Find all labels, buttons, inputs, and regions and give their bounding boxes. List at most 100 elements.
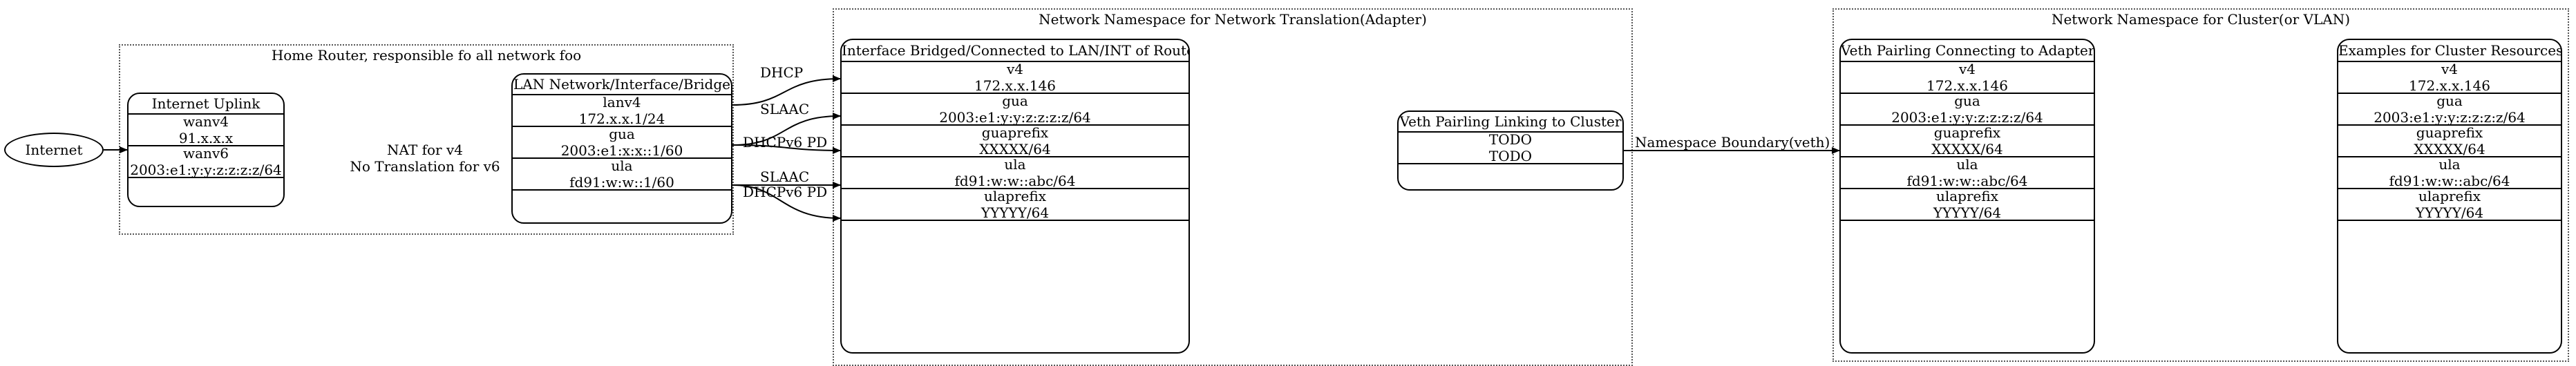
record-field-line: YYYYY/64 bbox=[2415, 204, 2484, 221]
record-field-line: ulaprefix bbox=[1935, 188, 1999, 204]
record-title-text: Veth Pairling Connecting to Adapter bbox=[1841, 42, 2095, 59]
record-field-line: TODO bbox=[1488, 131, 1533, 148]
record-field-line: fd91:w:w::1/60 bbox=[569, 174, 674, 191]
record-title: Examples for Cluster Resources bbox=[2338, 40, 2561, 61]
cluster-namespace-title: Network Namespace for Cluster(or VLAN) bbox=[2051, 11, 2351, 28]
record-field-line: 91.x.x.x bbox=[178, 130, 234, 146]
record-field-line: 172.x.x.146 bbox=[974, 77, 1056, 94]
record-field-line: YYYYY/64 bbox=[1933, 204, 2002, 221]
record-field-line: wanv4 bbox=[183, 113, 229, 130]
record-title: Veth Pairling Linking to Cluster bbox=[1399, 112, 1622, 131]
edge-dhcp bbox=[732, 75, 841, 106]
record-field-line: ula bbox=[611, 157, 633, 174]
record-field-line: 2003:e1:y:y:z:z:z:z/64 bbox=[1891, 109, 2043, 126]
record-field-line: gua bbox=[609, 126, 635, 142]
record-title-text: Internet Uplink bbox=[151, 95, 261, 112]
record-field-line: 2003:e1:y:y:z:z:z:z/64 bbox=[130, 162, 282, 178]
record-field-line: ulaprefix bbox=[983, 188, 1047, 204]
adapter-namespace-title: Network Namespace for Network Translatio… bbox=[1039, 11, 1427, 28]
record-field-line: fd91:w:w::abc/64 bbox=[2389, 173, 2510, 189]
record-field-line: 172.x.x.146 bbox=[1926, 77, 2008, 94]
record-field-line: lanv4 bbox=[603, 94, 641, 110]
edge-slaac-2-label: SLAAC bbox=[760, 168, 809, 185]
internet-node: Internet bbox=[4, 133, 104, 167]
record-field-line: guaprefix bbox=[981, 124, 1049, 141]
record-title: Internet Uplink bbox=[129, 94, 283, 113]
record-field bbox=[1399, 163, 1622, 189]
record-title-text: Interface Bridged/Connected to LAN/INT o… bbox=[842, 42, 1190, 59]
edge-dhcp-label: DHCP bbox=[760, 64, 803, 81]
home-router-title: Home Router, responsible fo all network … bbox=[271, 47, 582, 64]
record-field bbox=[842, 220, 1188, 242]
record-field-line: ula bbox=[1956, 156, 1978, 173]
record-field-line: v4 bbox=[1006, 61, 1024, 77]
record-field-line: XXXXX/64 bbox=[979, 141, 1051, 157]
record-field-line: v4 bbox=[1958, 61, 1976, 77]
nat-note: NAT for v4 No Translation for v6 bbox=[311, 142, 539, 175]
record-field-line: guaprefix bbox=[1933, 124, 2001, 141]
record-field-line: YYYYY/64 bbox=[981, 204, 1050, 221]
record-field bbox=[513, 189, 731, 222]
internet-label: Internet bbox=[25, 142, 83, 158]
record-field-line: 2003:e1:y:y:z:z:z:z/64 bbox=[939, 109, 1091, 126]
record-field bbox=[1841, 220, 2094, 242]
edges-layer: DHCP SLAAC DHCPv6 PD SLAAC DHCPv6 PD Nam… bbox=[104, 64, 1840, 222]
record-field-line: 2003:e1:y:y:z:z:z:z/64 bbox=[2374, 109, 2526, 126]
edge-dhcpv6pd-1-label: DHCPv6 PD bbox=[743, 134, 827, 151]
record-title: LAN Network/Interface/Bridge bbox=[513, 75, 731, 94]
home-router-cluster: Home Router, responsible fo all network … bbox=[119, 44, 734, 235]
record-field bbox=[2338, 220, 2561, 242]
edge-dhcpv6pd-2 bbox=[732, 184, 841, 222]
record-field-line: wanv6 bbox=[183, 145, 229, 162]
record-field-line: guaprefix bbox=[2416, 124, 2483, 141]
edge-slaac-1 bbox=[732, 113, 841, 146]
nat-note-line-1: NAT for v4 bbox=[387, 142, 463, 158]
record-field-line: XXXXX/64 bbox=[1931, 141, 2003, 157]
record-field-line: gua bbox=[2436, 93, 2463, 109]
record-field-line: 172.x.x.146 bbox=[2409, 77, 2490, 94]
record-title: Interface Bridged/Connected to LAN/INT o… bbox=[842, 40, 1188, 61]
record-field bbox=[129, 177, 283, 206]
record-field-line: 2003:e1:x:x::1/60 bbox=[560, 142, 683, 159]
record-field-line: XXXXX/64 bbox=[2414, 141, 2485, 157]
record-title-text: Examples for Cluster Resources bbox=[2338, 42, 2562, 59]
record-field-line: gua bbox=[1002, 93, 1028, 109]
record-field-line: TODO bbox=[1488, 148, 1533, 164]
edge-dhcpv6pd-2-label: DHCPv6 PD bbox=[743, 184, 827, 200]
record-title-text: Veth Pairling Linking to Cluster bbox=[1399, 113, 1622, 130]
record-field-line: ulaprefix bbox=[2418, 188, 2481, 204]
record-field-line: gua bbox=[1954, 93, 1980, 109]
record-field-line: fd91:w:w::abc/64 bbox=[1906, 173, 2028, 189]
record-field-line: 172.x.x.1/24 bbox=[578, 110, 665, 127]
edge-namespace-boundary-label: Namespace Boundary(veth) bbox=[1635, 134, 1830, 151]
record-title: Veth Pairling Connecting to Adapter bbox=[1841, 40, 2094, 61]
record-field-line: ula bbox=[1004, 156, 1026, 173]
record-field-line: fd91:w:w::abc/64 bbox=[954, 173, 1076, 189]
record-field-line: ula bbox=[2438, 156, 2461, 173]
edge-slaac-1-label: SLAAC bbox=[760, 101, 809, 117]
edge-dhcpv6pd-1 bbox=[732, 144, 841, 154]
